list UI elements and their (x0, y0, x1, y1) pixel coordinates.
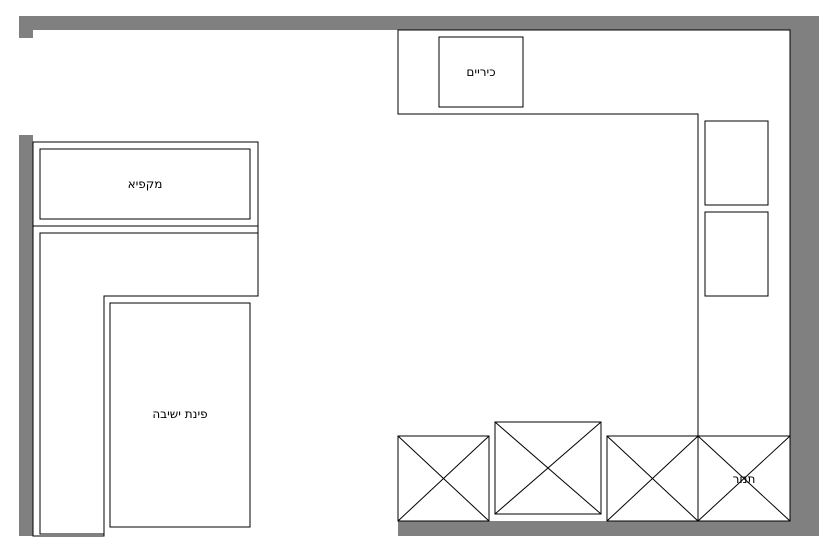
seating-label: פינת ישיבה (152, 407, 207, 421)
right-cabinet-upper (704, 120, 769, 206)
wall-bottom (398, 521, 819, 536)
seating-area (109, 302, 251, 528)
left-l-counter-inner (39, 232, 259, 535)
freezer-label: מקפיא (128, 177, 163, 191)
wall-top (19, 16, 819, 30)
bottom-cabinet-3 (606, 435, 699, 522)
bottom-cabinet-2 (494, 421, 602, 515)
freezer-unit (39, 148, 251, 220)
wall-top-left-stub (19, 30, 33, 38)
bottom-cabinet-1 (397, 435, 490, 522)
stove-cabinet (697, 435, 791, 522)
sink-label: כיריים (466, 65, 495, 79)
right-cabinet-lower (704, 211, 769, 297)
sink-unit (438, 36, 524, 108)
wall-right (790, 16, 819, 536)
wall-left (19, 135, 33, 536)
stove-label: תנור (733, 472, 756, 486)
